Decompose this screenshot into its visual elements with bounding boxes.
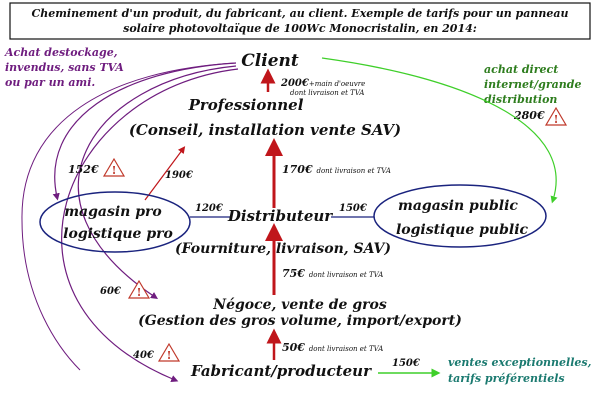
- title-line-1: Cheminement d'un produit, du fabricant, …: [32, 7, 569, 20]
- magasin-public-line-2: logistique public: [396, 222, 529, 238]
- left-note-line-3: ou par un ami.: [5, 76, 95, 89]
- price-magpro-pro: 190€: [165, 170, 193, 181]
- node-distributeur-desc: (Fourniture, livraison, SAV): [175, 241, 391, 257]
- price-destock-negoce: 60€: [100, 286, 121, 297]
- ventes-exc-line-1: ventes exceptionnelles,: [448, 356, 592, 369]
- warning-icon: [545, 107, 567, 127]
- arrow-direct-public: [321, 57, 558, 204]
- magasin-pro-line-1: magasin pro: [64, 204, 162, 220]
- arrow-destock-negoce: [77, 65, 237, 300]
- price-fab-exc: 150€: [392, 358, 420, 369]
- node-magasin-pro: [39, 191, 191, 253]
- arrow-destock-magpro: [52, 62, 237, 201]
- arrow-destock-fabricant: [61, 68, 239, 382]
- node-professionnel: Professionnel: [188, 96, 304, 114]
- price-fab-negoce: 50€ dont livraison et TVA: [282, 341, 383, 354]
- title-box: [9, 2, 591, 40]
- warning-icon: [103, 158, 125, 178]
- right-note-line-2: internet/grande: [484, 78, 581, 91]
- price-negoce-dist: 75€ dont livraison et TVA: [282, 267, 383, 280]
- price-dist-magpub: 150€: [339, 203, 367, 214]
- arrow-magpro-pro: [144, 146, 186, 201]
- right-note-line-3: distribution: [484, 93, 557, 106]
- ventes-exc-line-2: tarifs préférentiels: [448, 372, 565, 385]
- title-line-2: solaire photovoltaïque de 100Wc Monocris…: [123, 22, 477, 35]
- price-client-pro: 200€+main d'oeuvre: [280, 78, 365, 89]
- right-note-line-1: achat direct: [484, 63, 558, 76]
- price-destock-fab: 40€: [133, 350, 154, 361]
- magasin-public-line-1: magasin public: [398, 198, 518, 214]
- node-magasin-public: [373, 184, 547, 248]
- node-fabricant: Fabricant/producteur: [190, 362, 372, 380]
- left-note-line-1: Achat destockage,: [4, 46, 118, 59]
- price-direct-public: 280€: [513, 109, 545, 122]
- node-professionnel-desc: (Conseil, installation vente SAV): [129, 121, 401, 139]
- node-negoce: Négoce, vente de gros: [212, 297, 387, 313]
- warning-icon: [128, 280, 150, 300]
- price-client-pro-note: dont livraison et TVA: [290, 89, 364, 97]
- node-client: Client: [241, 51, 299, 71]
- magasin-pro-line-2: logistique pro: [63, 226, 173, 242]
- warning-icon: [158, 343, 180, 363]
- curve-outer: [21, 62, 237, 371]
- price-dist-magpro: 120€: [195, 203, 223, 214]
- price-destock-magpro: 152€: [68, 163, 99, 176]
- price-pro-dist: 170€ dont livraison et TVA: [282, 163, 391, 176]
- node-negoce-desc: (Gestion des gros volume, import/export): [138, 313, 462, 329]
- node-distributeur: Distributeur: [227, 207, 333, 225]
- left-note-line-2: invendus, sans TVA: [5, 61, 124, 74]
